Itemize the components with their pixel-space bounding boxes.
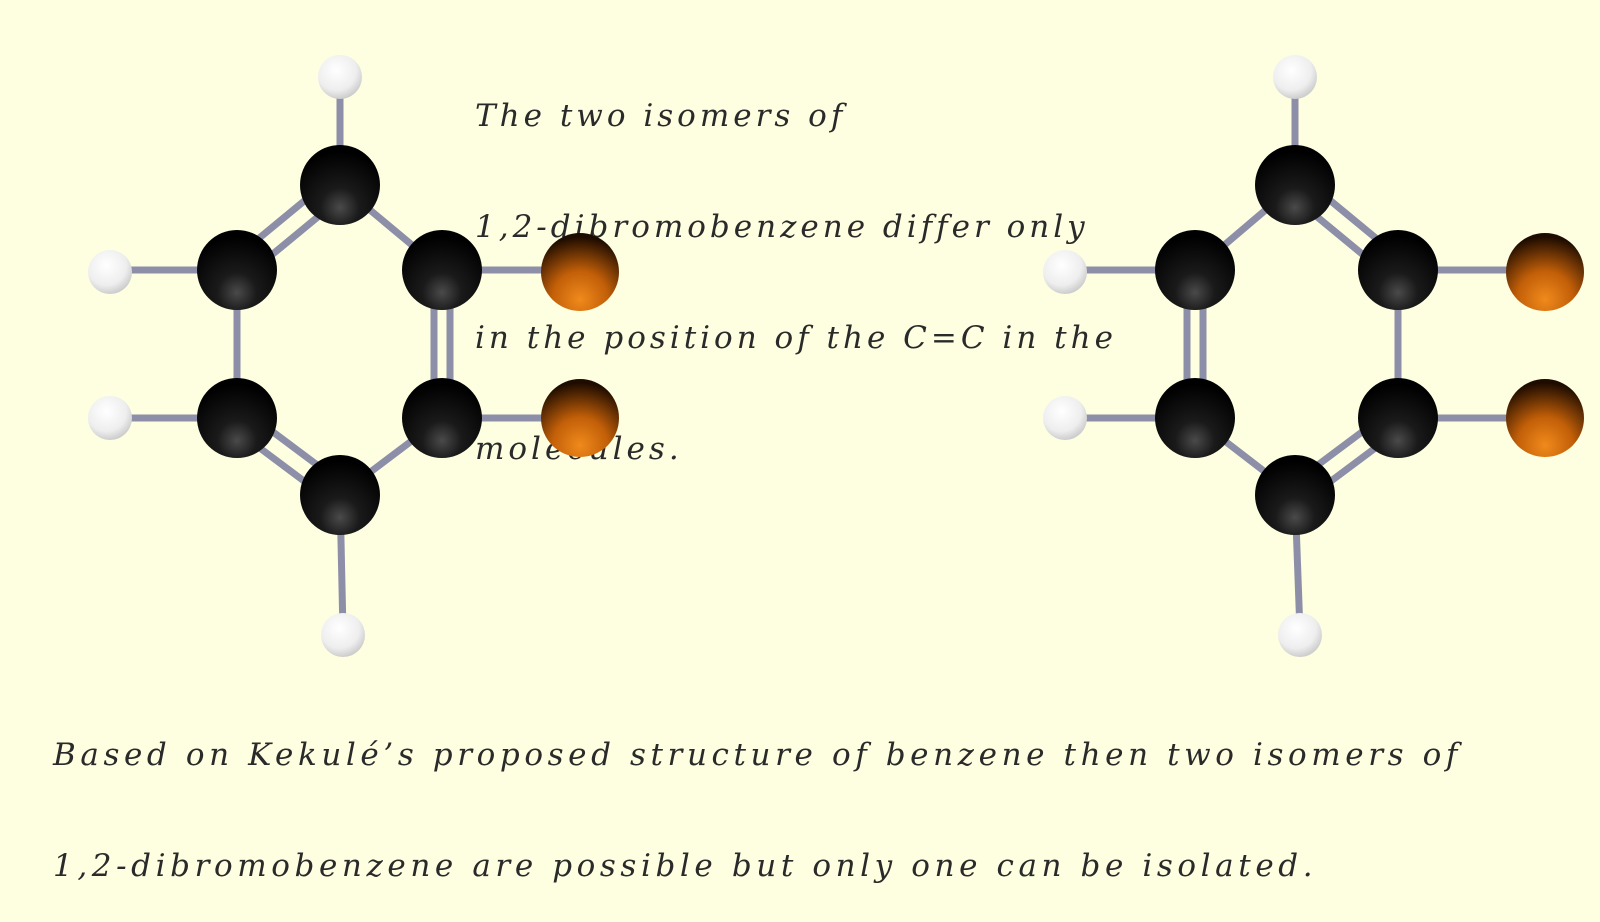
top-caption-line: 1,2-dibromobenzene differ only xyxy=(475,209,1089,245)
bromine-atom xyxy=(541,379,619,457)
bromine-atom xyxy=(1506,233,1584,311)
hydrogen-atom xyxy=(318,55,362,99)
carbon-atom xyxy=(1255,455,1335,535)
atoms xyxy=(88,55,619,657)
carbon-atom xyxy=(300,455,380,535)
molecule-diagrams xyxy=(88,55,1584,657)
hydrogen-atom xyxy=(88,250,132,294)
hydrogen-atom xyxy=(1043,250,1087,294)
bottom-caption: Based on Kekulé’s proposed structure of … xyxy=(53,663,1462,922)
isomer-left xyxy=(88,55,619,657)
carbon-atom xyxy=(402,230,482,310)
hydrogen-atom xyxy=(1278,613,1322,657)
carbon-atom xyxy=(197,230,277,310)
hydrogen-atom xyxy=(1273,55,1317,99)
carbon-atom xyxy=(1358,378,1438,458)
bottom-caption-line: 1,2-dibromobenzene are possible but only… xyxy=(53,848,1318,884)
carbon-atom xyxy=(1358,230,1438,310)
carbon-atom xyxy=(402,378,482,458)
carbon-atom xyxy=(1255,145,1335,225)
top-caption-line: in the position of the C=C in the xyxy=(475,320,1117,356)
carbon-atom xyxy=(197,378,277,458)
top-caption: The two isomers of 1,2-dibromobenzene di… xyxy=(475,24,1117,505)
carbon-atom xyxy=(1155,378,1235,458)
bromine-atom xyxy=(1506,379,1584,457)
atoms xyxy=(1043,55,1584,657)
hydrogen-atom xyxy=(1043,396,1087,440)
top-caption-line: The two isomers of xyxy=(475,98,847,134)
carbon-atom xyxy=(1155,230,1235,310)
bromine-atom xyxy=(541,233,619,311)
bottom-caption-line: Based on Kekulé’s proposed structure of … xyxy=(53,737,1462,773)
hydrogen-atom xyxy=(321,613,365,657)
hydrogen-atom xyxy=(88,396,132,440)
carbon-atom xyxy=(300,145,380,225)
isomer-right xyxy=(1043,55,1584,657)
